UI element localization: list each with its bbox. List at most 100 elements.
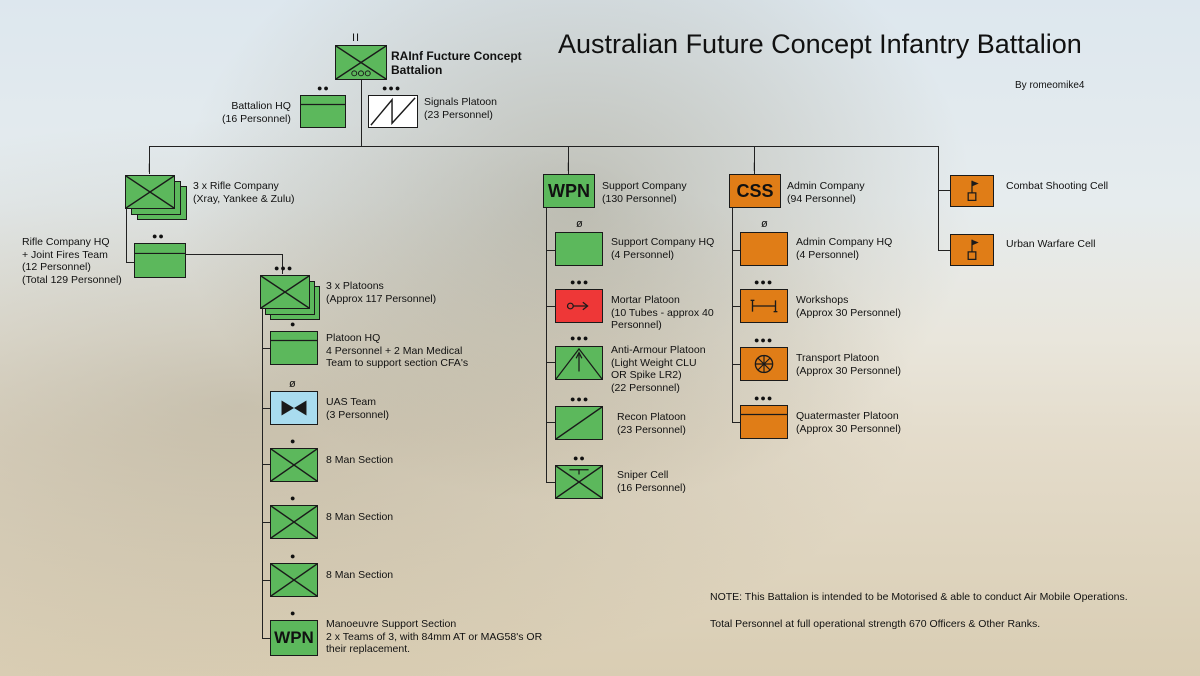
echelon-mark: ●●● (570, 333, 590, 343)
note-motorised: NOTE: This Battalion is intended to be M… (710, 591, 1128, 603)
connector (126, 262, 134, 263)
echelon-mark: ●●● (754, 393, 774, 403)
connector (732, 208, 733, 422)
echelon-mark: | (753, 161, 757, 171)
connector (732, 422, 740, 423)
note-total-personnel: Total Personnel at full operational stre… (710, 618, 1041, 630)
connector (546, 422, 555, 423)
manoeuvre-support-label: Manoeuvre Support Section 2 x Teams of 3… (326, 618, 543, 655)
anti-armour-platoon-symbol (555, 346, 603, 380)
echelon-mark: ●●● (754, 277, 774, 287)
uas-team-label: UAS Team (3 Personnel) (326, 396, 390, 421)
connector (546, 482, 555, 483)
connector (546, 250, 555, 251)
section-symbol (270, 563, 318, 597)
echelon-mark: ●●● (274, 263, 294, 273)
rifle-company-symbol (125, 175, 175, 209)
echelon-mark: ø (576, 218, 584, 230)
section-label: 8 Man Section (326, 454, 394, 466)
connector (262, 348, 270, 349)
wpn-text: WPN (548, 180, 590, 201)
mortar-platoon-symbol (555, 289, 603, 323)
signals-platoon-label: Signals Platoon (23 Personnel) (424, 96, 497, 121)
section-symbol (270, 448, 318, 482)
uas-team-symbol (270, 391, 318, 425)
battalion-hq-symbol (300, 95, 346, 128)
connector (568, 146, 569, 174)
recon-platoon-symbol (555, 406, 603, 440)
admin-company-hq-symbol (740, 232, 788, 266)
transport-platoon-symbol (740, 347, 788, 381)
sniper-cell-label: Sniper Cell (16 Personnel) (617, 469, 686, 494)
section-symbol (270, 505, 318, 539)
echelon-mark: ●● (573, 453, 586, 463)
manoeuvre-support-symbol: WPN (270, 620, 318, 656)
workshops-symbol (740, 289, 788, 323)
echelon-mark: ● (290, 608, 297, 618)
rifle-company-hq-label: Rifle Company HQ + Joint Fires Team (12 … (22, 236, 122, 286)
echelon-mark: ●● (152, 231, 165, 241)
transport-platoon-label: Transport Platoon (Approx 30 Personnel) (796, 352, 902, 377)
sniper-cell-symbol (555, 465, 603, 499)
echelon-mark: ● (290, 493, 297, 503)
css-text: CSS (736, 180, 774, 201)
author-credit: By romeomike4 (1015, 80, 1085, 91)
echelon-mark: ●●● (570, 277, 590, 287)
quartermaster-platoon-label: Quatermaster Platoon (Approx 30 Personne… (796, 410, 902, 435)
admin-company-symbol: CSS (729, 174, 781, 208)
echelon-mark: II (352, 32, 361, 44)
echelon-mark: | (567, 161, 571, 171)
anti-armour-platoon-label: Anti-Armour Platoon (Light Weight CLU OR… (611, 344, 706, 394)
rifle-company-label: 3 x Rifle Company (Xray, Yankee & Zulu) (193, 180, 295, 205)
connector (754, 146, 755, 174)
signals-platoon-symbol (368, 95, 418, 128)
echelon-mark: ●●● (382, 83, 402, 93)
echelon-mark: ●●● (570, 394, 590, 404)
connector (262, 308, 263, 638)
echelon-mark: ●● (317, 83, 330, 93)
connector (546, 306, 555, 307)
connector (546, 362, 555, 363)
connector (186, 254, 282, 255)
chart-title: Australian Future Concept Infantry Batta… (558, 29, 1082, 59)
admin-company-label: Admin Company (94 Personnel) (787, 180, 865, 205)
connector (149, 146, 150, 174)
combat-shooting-cell-symbol (950, 175, 994, 207)
support-company-hq-symbol (555, 232, 603, 266)
connector (938, 250, 950, 251)
connector (262, 522, 270, 523)
connector (938, 190, 950, 191)
connector (732, 306, 740, 307)
section-label: 8 Man Section (326, 569, 394, 581)
section-label: 8 Man Section (326, 511, 394, 523)
urban-warfare-cell-symbol (950, 234, 994, 266)
connector (361, 80, 362, 146)
combat-shooting-cell-label: Combat Shooting Cell (1006, 180, 1109, 192)
support-company-label: Support Company (130 Personnel) (602, 180, 687, 205)
urban-warfare-cell-label: Urban Warfare Cell (1006, 238, 1096, 250)
connector (546, 208, 547, 482)
support-company-symbol: WPN (543, 174, 595, 208)
support-company-hq-label: Support Company HQ (4 Personnel) (611, 236, 715, 261)
platoon-hq-symbol (270, 331, 318, 365)
echelon-mark: ● (290, 436, 297, 446)
connector (262, 408, 270, 409)
battalion-hq-label: Battalion HQ (16 Personnel) (222, 100, 291, 125)
quartermaster-platoon-symbol (740, 405, 788, 439)
platoon-hq-label: Platoon HQ 4 Personnel + 2 Man Medical T… (326, 332, 469, 369)
echelon-mark: | (148, 162, 152, 172)
connector (262, 638, 270, 639)
wpn-text: WPN (274, 628, 314, 647)
echelon-mark: ø (289, 378, 297, 390)
echelon-mark: ● (290, 319, 297, 329)
connector (732, 364, 740, 365)
battalion-label: RAInf Fucture Concept Battalion (391, 49, 522, 77)
connector (938, 146, 939, 250)
connector (126, 208, 127, 262)
connector (282, 254, 283, 274)
battalion-symbol (335, 45, 387, 80)
echelon-mark: ø (761, 218, 769, 230)
connector (149, 146, 939, 147)
echelon-mark: ●●● (754, 335, 774, 345)
